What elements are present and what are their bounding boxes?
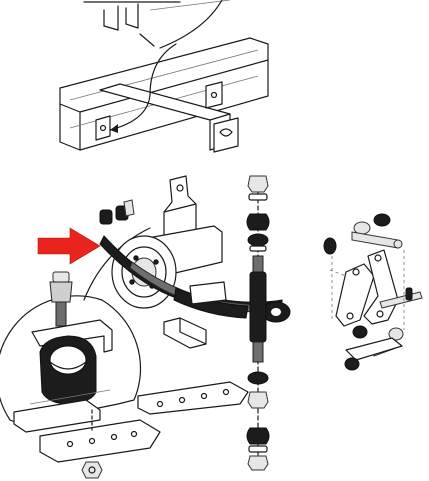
detail-pointer-line bbox=[109, 43, 177, 131]
shackle-bushing-bottom bbox=[344, 357, 360, 371]
shackle-bushing-mid bbox=[352, 325, 368, 339]
callout-plate bbox=[13, 399, 101, 433]
shackle-pin-top bbox=[351, 231, 399, 249]
shackle-parts bbox=[323, 213, 423, 371]
shock-body bbox=[249, 271, 267, 343]
shock-lower-stem bbox=[252, 341, 264, 363]
shackle-bushing-top bbox=[373, 213, 391, 227]
lower-nut bbox=[81, 461, 103, 479]
detail-circle-edge bbox=[159, 0, 223, 49]
shackle-plate-front bbox=[335, 263, 375, 327]
stack-bottom-nut bbox=[247, 455, 269, 471]
red-pointer-arrow bbox=[37, 227, 101, 265]
frame-bracket-right bbox=[213, 117, 239, 153]
callout-bolt-shank bbox=[55, 301, 67, 327]
shackle-bushing-left bbox=[323, 237, 337, 255]
frame-clip bbox=[103, 5, 119, 31]
stack-bushing-upper-2 bbox=[247, 233, 269, 247]
shock-upper-stem bbox=[252, 255, 264, 273]
detail-pointer-head bbox=[110, 124, 118, 133]
frame-section-top bbox=[59, 0, 269, 153]
callout-bolt-body bbox=[49, 281, 73, 303]
frame-bracket-left bbox=[95, 115, 111, 141]
callout-pointer-line bbox=[83, 227, 151, 301]
shackle-washer-mid bbox=[388, 327, 404, 341]
mount-plate bbox=[137, 381, 249, 415]
tie-plate-lower bbox=[39, 419, 161, 463]
stack-bushing-lower-1 bbox=[247, 371, 269, 385]
leaf-spring-assembly bbox=[99, 175, 291, 415]
shock-bolt-stack bbox=[246, 175, 270, 471]
front-eye-bushing-1 bbox=[99, 209, 113, 225]
callout-bolt-head bbox=[52, 271, 70, 283]
frame-bracket-center bbox=[205, 81, 223, 109]
stack-bushing-upper-1 bbox=[246, 213, 270, 231]
stack-top-nut bbox=[247, 175, 269, 193]
stack-washer bbox=[247, 391, 269, 409]
bump-stop-bracket bbox=[163, 317, 207, 349]
shackle-washer-top bbox=[353, 221, 371, 235]
bushing-detail-callout bbox=[0, 227, 161, 479]
stack-bushing-lower-2 bbox=[246, 427, 270, 445]
